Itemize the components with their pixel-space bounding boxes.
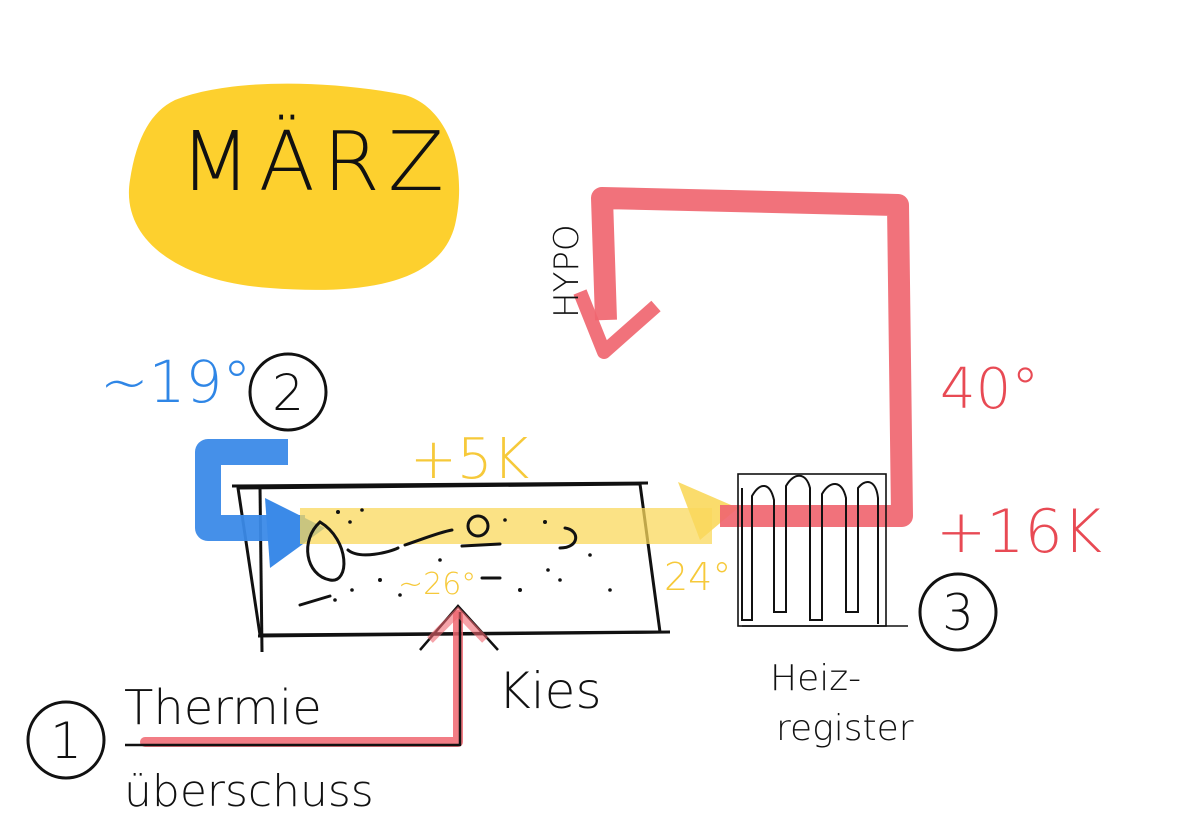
- supply-temp-label: 40°: [940, 357, 1039, 422]
- heizregister-label-line1: Heiz-: [770, 658, 861, 699]
- outlet-temp-label: 24°: [664, 555, 731, 599]
- heizregister-frame: [737, 473, 887, 627]
- step-1-circle: [26, 700, 106, 780]
- red-supply-loop: [591, 187, 913, 527]
- hypo-arrowhead: [573, 289, 661, 359]
- thermie-feed-line-ink: [125, 612, 462, 747]
- gravel-bed-outline: [236, 482, 662, 637]
- gravel-texture: [333, 508, 612, 602]
- inlet-temp-label: ~19°: [100, 348, 251, 416]
- bed-temp-label: ~26°: [398, 567, 476, 602]
- month-blob: [128, 83, 460, 290]
- thermie-feed-line: [140, 610, 463, 747]
- step-3-label: 3: [942, 584, 974, 642]
- thermie-label-line1: Thermie: [124, 680, 322, 736]
- gravel-pebbles: [298, 514, 578, 607]
- heizregister-serpentine: [741, 474, 879, 624]
- month-title: MÄRZ: [180, 115, 452, 210]
- blue-inlet-pipe: [195, 439, 305, 541]
- blue-inlet-arrowhead: [265, 498, 325, 568]
- heizregister-label-line2: register: [776, 708, 914, 749]
- gravel-bed-left-edge: [258, 485, 264, 653]
- gravel-bed-top-edge: [231, 481, 649, 488]
- gain-16k-label: +16K: [936, 497, 1102, 567]
- hypo-label: HYPO: [547, 224, 587, 318]
- step-2-label: 2: [272, 364, 304, 422]
- gravel-bed-bottom-edge: [257, 630, 671, 638]
- thermie-entry-glow: [427, 606, 488, 643]
- step-1-label: 1: [50, 712, 82, 770]
- step-2-circle: [248, 352, 328, 432]
- kies-label: Kies: [498, 662, 602, 720]
- gravel-bed: [231, 481, 671, 653]
- gain-5k-label: +5K: [410, 427, 530, 492]
- yellow-flow-bar: [300, 508, 712, 544]
- thermie-label-line2: überschuss: [124, 766, 374, 817]
- step-3-circle: [918, 572, 998, 652]
- heizregister-coil: [737, 473, 908, 627]
- yellow-flow-arrowhead: [678, 482, 738, 540]
